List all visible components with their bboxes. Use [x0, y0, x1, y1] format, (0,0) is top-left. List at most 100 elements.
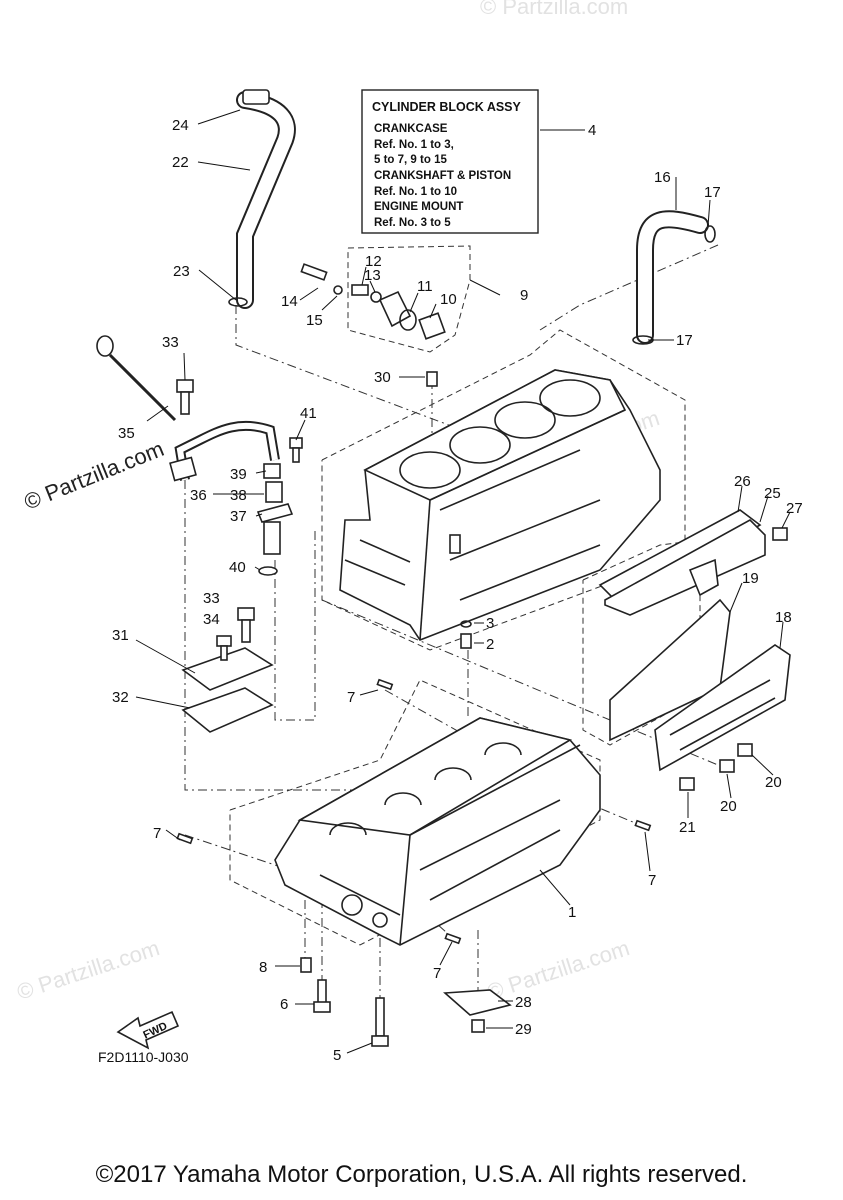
- guide-line: [539, 244, 719, 331]
- callout: 30: [374, 369, 391, 386]
- callout: 33: [203, 590, 220, 607]
- callout: 14: [281, 293, 298, 310]
- cover-25: [604, 519, 766, 616]
- ring-13: [370, 291, 382, 303]
- callout: 31: [112, 627, 129, 644]
- callout: 38: [230, 487, 247, 504]
- callout: 24: [172, 117, 189, 134]
- dowel-30: [426, 371, 438, 387]
- callout: 13: [364, 267, 381, 284]
- watermark-center: © Partzilla.com: [484, 935, 633, 1005]
- gasket-37: [256, 503, 294, 523]
- legend-line: CRANKCASE: [374, 123, 448, 135]
- copyright-notice: ©2017 Yamaha Motor Corporation, U.S.A. A…: [95, 1161, 748, 1188]
- legend-title: CYLINDER BLOCK ASSY: [372, 100, 522, 114]
- callout: 39: [230, 466, 247, 483]
- legend-line: Ref. No. 1 to 10: [374, 186, 457, 198]
- callout: 21: [679, 819, 696, 836]
- bolt-5: [375, 997, 385, 1037]
- outline-thermostat-group: [347, 245, 471, 353]
- legend-line: Ref. No. 1 to 3,: [374, 139, 454, 151]
- fitting-38: [265, 481, 283, 503]
- leader-lines: [135, 109, 791, 1054]
- bolt-33: [237, 607, 255, 621]
- callout: 7: [153, 825, 161, 842]
- callout: 16: [654, 169, 671, 186]
- callout: 18: [775, 609, 792, 626]
- thermostat-10: [418, 312, 446, 340]
- cover-18: [654, 644, 791, 772]
- legend-box: CYLINDER BLOCK ASSY CRANKCASE Ref. No. 1…: [361, 89, 539, 234]
- callout: 3: [486, 615, 494, 632]
- guide-line: [184, 480, 370, 791]
- callout: 41: [300, 405, 317, 422]
- callout: 25: [764, 485, 781, 502]
- clamp-39: [263, 463, 281, 479]
- bolt-20: [719, 759, 735, 773]
- outline-cylinder-block: [321, 329, 686, 651]
- callout: 4: [588, 122, 596, 139]
- callout: 7: [433, 965, 441, 982]
- legend-line: CRANKSHAFT & PISTON: [374, 170, 511, 182]
- guide-line: [235, 305, 463, 431]
- callout: 28: [515, 994, 532, 1011]
- legend-line: Ref. No. 3 to 5: [374, 217, 451, 229]
- callout: 17: [676, 332, 693, 349]
- callout: 8: [259, 959, 267, 976]
- washer-15: [333, 285, 343, 295]
- bolt-34: [216, 635, 232, 647]
- cover-assembly-25: [598, 509, 788, 616]
- callout: 15: [306, 312, 323, 329]
- diagram-code: F2D1110-J030: [98, 1049, 189, 1065]
- bolt-14: [300, 263, 328, 281]
- callout: 33: [162, 334, 179, 351]
- bolt-29: [471, 1019, 485, 1033]
- crankcase-1: [274, 717, 601, 946]
- cover-28: [443, 989, 512, 1033]
- callout: 17: [704, 184, 721, 201]
- callout: 2: [486, 636, 494, 653]
- callout: 20: [720, 798, 737, 815]
- callout: 9: [520, 287, 528, 304]
- plate-31: [181, 607, 274, 733]
- callout: 19: [742, 570, 759, 587]
- outline-cover: [582, 539, 701, 746]
- callout-labels: 24 22 4 16 17 17 23 12 13 14 15 11 10 9 …: [112, 117, 803, 1064]
- cylinder-block: [339, 369, 661, 641]
- callout: 40: [229, 559, 246, 576]
- gasket-19: [609, 598, 731, 742]
- callout: 26: [734, 473, 751, 490]
- clip-17: [704, 225, 716, 243]
- thermostat-group: [300, 263, 446, 340]
- callout: 36: [190, 487, 207, 504]
- dowel-2: [460, 620, 472, 649]
- fwd-arrow-icon: FWD: [116, 1010, 180, 1050]
- callout: 11: [417, 278, 433, 295]
- callout: 37: [230, 508, 247, 525]
- callout: 6: [280, 996, 288, 1013]
- lower-bolts: [300, 957, 389, 1047]
- callout: 10: [440, 291, 457, 308]
- plug-12: [351, 284, 369, 296]
- guide-line: [184, 834, 291, 871]
- watermark-main: © Partzilla.com: [21, 436, 168, 515]
- hose-16: [632, 210, 716, 345]
- bolt-21: [679, 777, 695, 791]
- guide-lines: [184, 244, 731, 1040]
- callout: 22: [172, 154, 189, 171]
- bolt-33: [176, 379, 194, 415]
- watermark-left: © Partzilla.com: [14, 935, 163, 1005]
- callout: 27: [786, 500, 803, 517]
- callout: 32: [112, 689, 129, 706]
- hose-22: [228, 89, 296, 309]
- guide-line: [274, 530, 316, 721]
- oil-pipe-assembly: [169, 420, 303, 576]
- watermark-top: © Partzilla.com: [480, 0, 628, 19]
- cover-thermostat: [378, 290, 412, 328]
- clip-23: [228, 297, 248, 307]
- callout: 12: [365, 253, 382, 270]
- o-ring-40: [258, 566, 278, 576]
- callout: 23: [173, 263, 190, 280]
- gasket-11: [399, 309, 417, 331]
